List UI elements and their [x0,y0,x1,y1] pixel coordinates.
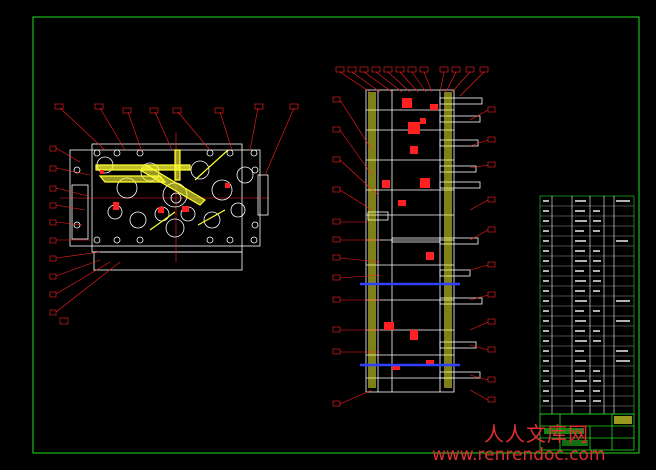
plan-leader-tags [49,103,299,325]
ejector-pins [367,97,483,379]
runner-hatch [95,149,229,231]
parts-list-table [539,195,635,415]
title-block [539,413,635,451]
plan-view [60,132,269,271]
section-plates [366,109,454,379]
outer-border [32,16,640,454]
watermark-url: www.renrendoc.com [432,445,606,465]
bolt-holes [73,149,259,244]
section-leaders [339,71,489,405]
section-red-details [382,98,438,370]
parts-list-entries [543,200,630,402]
plan-left-clamp [71,184,89,240]
parts-list-rows [540,205,634,407]
plan-base-outline [93,251,243,271]
section-leader-tags [332,66,496,407]
watermark-cn: 人人文库网 [484,422,589,446]
plan-right-clamp [257,174,269,216]
section-outline [365,89,455,393]
plan-red-marks [100,170,230,213]
plan-leaders [55,107,295,313]
section-view [360,89,483,393]
